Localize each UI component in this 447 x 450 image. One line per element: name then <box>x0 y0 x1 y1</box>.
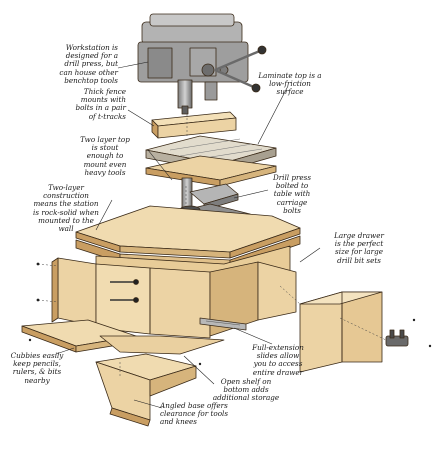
drill-table-wood-layer <box>145 155 277 187</box>
fence <box>151 111 237 139</box>
callout-cubbies: Cubbies easily keep pencils, rulers, & b… <box>10 351 64 385</box>
column-collar <box>204 81 218 101</box>
feed-handles <box>214 45 267 93</box>
drawer-pull <box>385 329 409 347</box>
callout-slides: Full-extension slides allow you to acces… <box>252 343 304 377</box>
drill-press-head <box>137 13 249 115</box>
cabinet-front-panel <box>95 263 211 339</box>
cabinet-right-side <box>209 261 297 337</box>
drawer-slide <box>199 317 247 331</box>
callout-fence: Thick fence mounts with bolts in a pair … <box>75 87 127 121</box>
callout-angled-base: Angled base offers clearance for tools a… <box>160 401 229 427</box>
hanging-bolts <box>110 279 139 303</box>
callout-drill-press-bolted: Drill press bolted to table with carriag… <box>272 173 312 215</box>
angled-base <box>95 353 197 427</box>
screws <box>28 262 432 366</box>
cabinet-left-side <box>51 257 97 327</box>
callout-two-layer-construction: Two-layer construction means the station… <box>33 183 99 234</box>
callout-laminate-top: Laminate top is a low-friction surface <box>258 71 322 97</box>
bottom-shelf <box>99 335 225 355</box>
callout-leader-lines <box>55 61 321 409</box>
callout-large-drawer: Large drawer is the perfect size for lar… <box>334 231 384 265</box>
callout-workstation: Workstation is designed for a drill pres… <box>59 43 118 85</box>
drill-column <box>181 177 193 209</box>
drawer-box <box>299 291 383 373</box>
assembly-guide-lines <box>37 114 387 376</box>
callout-open-shelf: Open shelf on bottom adds additional sto… <box>212 377 280 403</box>
callout-two-layer-top: Two layer top is stout enough to mount e… <box>80 135 130 177</box>
